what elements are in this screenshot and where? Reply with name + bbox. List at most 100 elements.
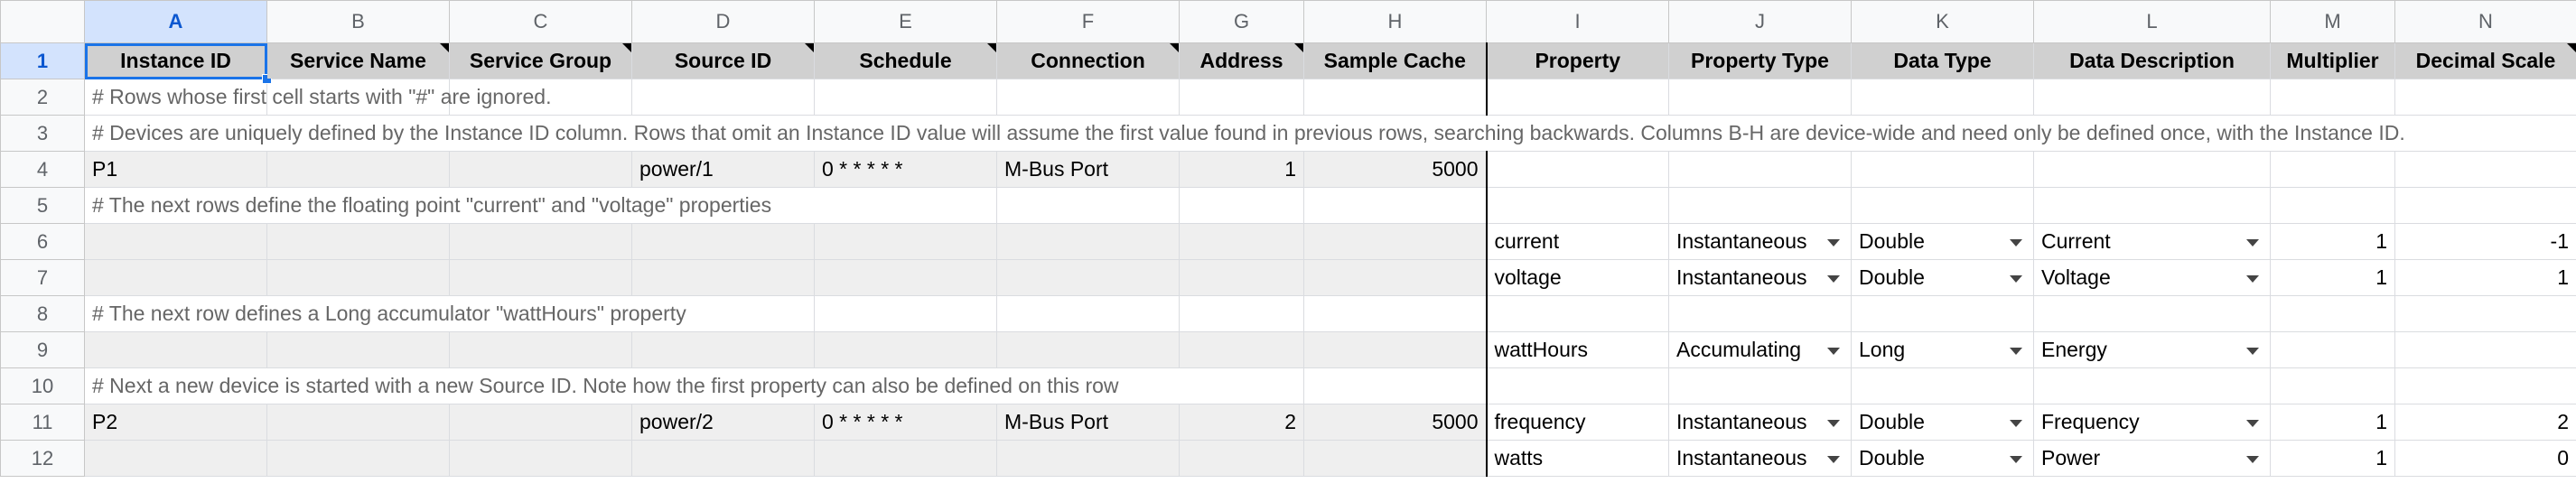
- property-type-dropdown[interactable]: Instantaneous: [1668, 223, 1852, 260]
- note-indicator-icon[interactable]: [805, 43, 814, 52]
- cell[interactable]: [266, 79, 450, 116]
- cell[interactable]: [1668, 187, 1852, 224]
- cell[interactable]: [2270, 79, 2395, 116]
- property-cell[interactable]: frequency: [1486, 404, 1669, 441]
- instance-id-cell[interactable]: P2: [84, 404, 267, 441]
- cell[interactable]: [266, 331, 450, 368]
- data-type-dropdown[interactable]: Double: [1851, 259, 2034, 296]
- comment-cell[interactable]: # Devices are uniquely defined by the In…: [84, 115, 2576, 152]
- dropdown-arrow-icon[interactable]: [2246, 347, 2259, 355]
- note-indicator-icon[interactable]: [440, 43, 449, 52]
- row-header[interactable]: 12: [0, 440, 85, 477]
- dropdown-arrow-icon[interactable]: [2246, 419, 2259, 427]
- cell[interactable]: [1179, 295, 1304, 332]
- dropdown-arrow-icon[interactable]: [1827, 347, 1840, 355]
- cell[interactable]: [2033, 367, 2271, 404]
- cell-n1[interactable]: Decimal Scale: [2394, 42, 2576, 79]
- cell[interactable]: [1303, 223, 1488, 260]
- cell[interactable]: [814, 295, 997, 332]
- cell[interactable]: [1303, 79, 1488, 116]
- comment-cell[interactable]: # Rows whose first cell starts with "#" …: [84, 79, 551, 116]
- cell[interactable]: [814, 440, 997, 477]
- cell-h1[interactable]: Sample Cache: [1303, 42, 1488, 79]
- cell[interactable]: [1851, 367, 2034, 404]
- cell[interactable]: [1303, 367, 1488, 404]
- cell[interactable]: [449, 331, 632, 368]
- cell[interactable]: [2394, 295, 2576, 332]
- cell[interactable]: [1851, 187, 2034, 224]
- cell[interactable]: [2394, 151, 2576, 188]
- cell[interactable]: [2033, 295, 2271, 332]
- row-header[interactable]: 1: [0, 42, 85, 79]
- row-header[interactable]: 3: [0, 115, 85, 152]
- cell-c1[interactable]: Service Group: [449, 42, 632, 79]
- dropdown-arrow-icon[interactable]: [2246, 274, 2259, 283]
- schedule-cell[interactable]: 0 * * * * *: [814, 151, 997, 188]
- dropdown-arrow-icon[interactable]: [2010, 419, 2022, 427]
- dropdown-arrow-icon[interactable]: [2246, 238, 2259, 246]
- cell-g1[interactable]: Address: [1179, 42, 1304, 79]
- cell[interactable]: [1851, 151, 2034, 188]
- data-description-dropdown[interactable]: Frequency: [2033, 404, 2271, 441]
- column-header-j[interactable]: J: [1668, 0, 1852, 43]
- data-type-dropdown[interactable]: Double: [1851, 223, 2034, 260]
- cell-f1[interactable]: Connection: [996, 42, 1180, 79]
- data-type-dropdown[interactable]: Double: [1851, 440, 2034, 477]
- property-cell[interactable]: watts: [1486, 440, 1669, 477]
- property-type-dropdown[interactable]: Instantaneous: [1668, 440, 1852, 477]
- column-header-g[interactable]: G: [1179, 0, 1304, 43]
- data-description-dropdown[interactable]: Voltage: [2033, 259, 2271, 296]
- cell[interactable]: [1179, 187, 1304, 224]
- cell[interactable]: [1486, 79, 1669, 116]
- multiplier-cell[interactable]: [2270, 331, 2395, 368]
- cell[interactable]: [1303, 259, 1488, 296]
- column-header-h[interactable]: H: [1303, 0, 1487, 43]
- dropdown-arrow-icon[interactable]: [2246, 455, 2259, 463]
- cell-b1[interactable]: Service Name: [266, 42, 450, 79]
- row-header[interactable]: 6: [0, 223, 85, 260]
- column-header-l[interactable]: L: [2033, 0, 2271, 43]
- note-indicator-icon[interactable]: [987, 43, 996, 52]
- cell-l1[interactable]: Data Description: [2033, 42, 2271, 79]
- cell[interactable]: [1303, 295, 1488, 332]
- cell[interactable]: [1486, 187, 1669, 224]
- cell-a1[interactable]: Instance ID: [84, 42, 272, 84]
- cell[interactable]: [84, 331, 267, 368]
- cell[interactable]: [631, 79, 815, 116]
- cell[interactable]: [2394, 367, 2576, 404]
- row-header[interactable]: 7: [0, 259, 85, 296]
- multiplier-cell[interactable]: 1: [2270, 259, 2395, 296]
- property-type-dropdown[interactable]: Instantaneous: [1668, 259, 1852, 296]
- column-header-k[interactable]: K: [1851, 0, 2034, 43]
- note-indicator-icon[interactable]: [1170, 43, 1179, 52]
- dropdown-arrow-icon[interactable]: [2010, 274, 2022, 283]
- cell[interactable]: [2033, 151, 2271, 188]
- address-cell[interactable]: 2: [1179, 404, 1304, 441]
- instance-id-cell[interactable]: P1: [84, 151, 267, 188]
- column-header-d[interactable]: D: [631, 0, 815, 43]
- column-header-a[interactable]: A: [84, 0, 267, 43]
- cell[interactable]: [631, 440, 815, 477]
- cell[interactable]: [1179, 440, 1304, 477]
- cell[interactable]: [1303, 440, 1488, 477]
- cell[interactable]: [996, 187, 1180, 224]
- row-header[interactable]: 4: [0, 151, 85, 188]
- cell[interactable]: [84, 440, 267, 477]
- cell[interactable]: [1303, 187, 1488, 224]
- cell[interactable]: [814, 331, 997, 368]
- cell[interactable]: [449, 259, 632, 296]
- data-type-dropdown[interactable]: Double: [1851, 404, 2034, 441]
- cell[interactable]: [1486, 151, 1669, 188]
- select-all-corner[interactable]: [0, 0, 85, 43]
- cell[interactable]: [814, 79, 997, 116]
- cell[interactable]: [1179, 223, 1304, 260]
- cell[interactable]: [1486, 295, 1669, 332]
- data-description-dropdown[interactable]: Power: [2033, 440, 2271, 477]
- decimal-scale-cell[interactable]: [2394, 331, 2576, 368]
- cell[interactable]: [449, 440, 632, 477]
- cell[interactable]: [996, 331, 1180, 368]
- property-type-dropdown[interactable]: Instantaneous: [1668, 404, 1852, 441]
- schedule-cell[interactable]: 0 * * * * *: [814, 404, 997, 441]
- dropdown-arrow-icon[interactable]: [1827, 238, 1840, 246]
- property-cell[interactable]: voltage: [1486, 259, 1669, 296]
